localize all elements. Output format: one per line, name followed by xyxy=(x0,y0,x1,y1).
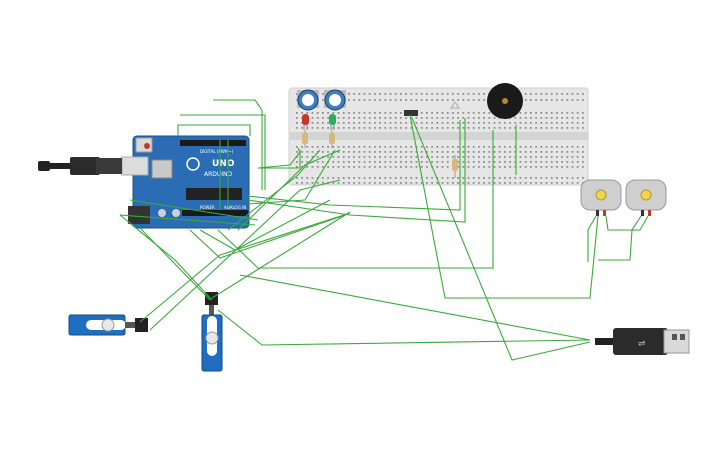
arduino-model: UNO xyxy=(212,159,235,169)
wire-15[interactable] xyxy=(139,212,351,323)
arduino-board[interactable]: ARDUINO UNO DIGITAL (PWM~) POWER ANALOG … xyxy=(128,135,250,229)
wire-21[interactable] xyxy=(411,117,591,361)
photoresistor[interactable] xyxy=(450,101,460,109)
servo-1[interactable] xyxy=(68,314,148,336)
wire-27[interactable] xyxy=(605,215,649,231)
arduino-brand: ARDUINO xyxy=(204,171,233,178)
resistor-3[interactable] xyxy=(452,155,458,178)
wire-2[interactable] xyxy=(213,99,263,190)
wire-25[interactable] xyxy=(587,215,597,262)
arduino-digital-label: DIGITAL (PWM~) xyxy=(200,149,234,154)
resistor-2[interactable] xyxy=(329,130,335,148)
arduino-analog-label: ANALOG IN xyxy=(224,205,246,210)
wire-16[interactable] xyxy=(119,214,213,301)
wire-1[interactable] xyxy=(180,114,266,190)
wire-4[interactable] xyxy=(258,150,301,169)
wire-3[interactable] xyxy=(177,124,251,136)
wire-6[interactable] xyxy=(247,118,466,223)
piezo-buzzer[interactable] xyxy=(487,83,523,119)
dc-motor-2[interactable] xyxy=(625,179,667,216)
led-red[interactable] xyxy=(302,114,309,130)
usb-a-cable-icon: ⇌ xyxy=(595,328,690,355)
wire-11[interactable] xyxy=(227,149,321,231)
arduino-power-label: POWER xyxy=(200,205,215,210)
potentiometer-1[interactable] xyxy=(297,89,319,111)
wire-9[interactable] xyxy=(189,214,346,259)
wire-23[interactable] xyxy=(119,214,256,226)
potentiometer-2[interactable] xyxy=(324,89,346,111)
wire-13[interactable] xyxy=(139,227,211,301)
slide-switch[interactable] xyxy=(404,110,418,116)
wire-20[interactable] xyxy=(409,114,599,299)
wire-14[interactable] xyxy=(149,179,341,331)
servo-2[interactable] xyxy=(201,292,223,372)
usb-b-cable-icon xyxy=(38,156,149,176)
wire-12[interactable] xyxy=(237,149,341,231)
svg-text:⇌: ⇌ xyxy=(638,339,646,349)
wire-22[interactable] xyxy=(257,147,301,169)
dc-motor-1[interactable] xyxy=(580,179,622,216)
wire-17[interactable] xyxy=(211,211,351,299)
wire-7[interactable] xyxy=(247,149,336,205)
arduino-logo-icon xyxy=(186,157,200,171)
wire-19[interactable] xyxy=(239,274,591,341)
wire-layer xyxy=(119,99,649,361)
wire-26[interactable] xyxy=(598,215,642,261)
led-green[interactable] xyxy=(329,114,336,130)
resistor-1[interactable] xyxy=(302,130,308,148)
wire-18[interactable] xyxy=(217,309,591,346)
wire-24[interactable] xyxy=(129,199,259,221)
